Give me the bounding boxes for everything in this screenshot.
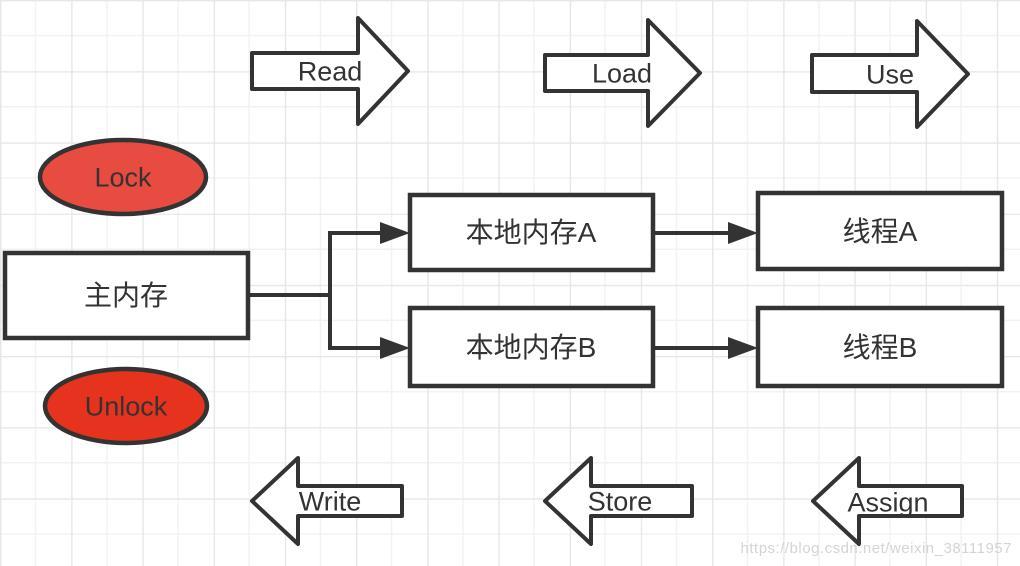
connector-branch-to-local-b xyxy=(328,295,380,350)
unlock-label: Unlock xyxy=(85,391,168,421)
local-memory-a-label: 本地内存A xyxy=(466,217,597,248)
arrowhead-into-thread-b-icon xyxy=(728,337,758,359)
node-thread-a: 线程A xyxy=(755,190,1005,272)
operation-read: Read xyxy=(250,16,410,126)
thread-b-label: 线程B xyxy=(843,332,918,363)
unlock-ellipse xyxy=(42,366,210,446)
node-local-memory-a: 本地内存A xyxy=(407,192,656,273)
operation-write: Write xyxy=(250,456,404,546)
arrowhead-into-local-a-icon xyxy=(380,222,410,244)
read-arrow-right-icon xyxy=(250,16,410,126)
arrowhead-into-thread-a-icon xyxy=(728,222,758,244)
local-memory-a-box xyxy=(407,192,656,273)
operation-use: Use xyxy=(810,19,970,129)
watermark: https://blog.csdn.net/weixin_38111957 xyxy=(741,540,1012,557)
node-unlock: Unlock xyxy=(42,366,210,446)
operation-load: Load xyxy=(543,18,702,128)
load-arrow-right-icon xyxy=(543,18,702,128)
assign-arrow-left-icon xyxy=(811,456,964,546)
thread-a-box xyxy=(755,190,1005,272)
node-main-memory: 主内存 xyxy=(2,250,251,341)
operation-assign: Assign xyxy=(811,456,964,546)
node-thread-b: 线程B xyxy=(755,305,1005,389)
main-memory-box xyxy=(2,250,251,341)
connector-branch-to-local-a xyxy=(328,231,380,295)
read-label: Read xyxy=(298,56,363,86)
node-local-memory-b: 本地内存B xyxy=(407,305,656,389)
store-label: Store xyxy=(588,486,653,516)
thread-b-box xyxy=(755,305,1005,389)
use-label: Use xyxy=(866,59,914,89)
main-memory-label: 主内存 xyxy=(84,280,168,311)
load-label: Load xyxy=(592,58,652,88)
arrowhead-into-local-b-icon xyxy=(380,337,410,359)
lock-ellipse xyxy=(37,137,209,217)
thread-a-label: 线程A xyxy=(843,216,918,247)
operation-store: Store xyxy=(543,456,694,546)
node-lock: Lock xyxy=(37,137,209,217)
lock-label: Lock xyxy=(94,162,152,192)
store-arrow-left-icon xyxy=(543,456,694,546)
write-arrow-left-icon xyxy=(250,456,404,546)
assign-label: Assign xyxy=(847,487,928,517)
local-memory-b-label: 本地内存B xyxy=(466,332,597,363)
write-label: Write xyxy=(299,486,362,516)
connectors xyxy=(248,222,758,359)
local-memory-b-box xyxy=(407,305,656,389)
use-arrow-right-icon xyxy=(810,19,970,129)
